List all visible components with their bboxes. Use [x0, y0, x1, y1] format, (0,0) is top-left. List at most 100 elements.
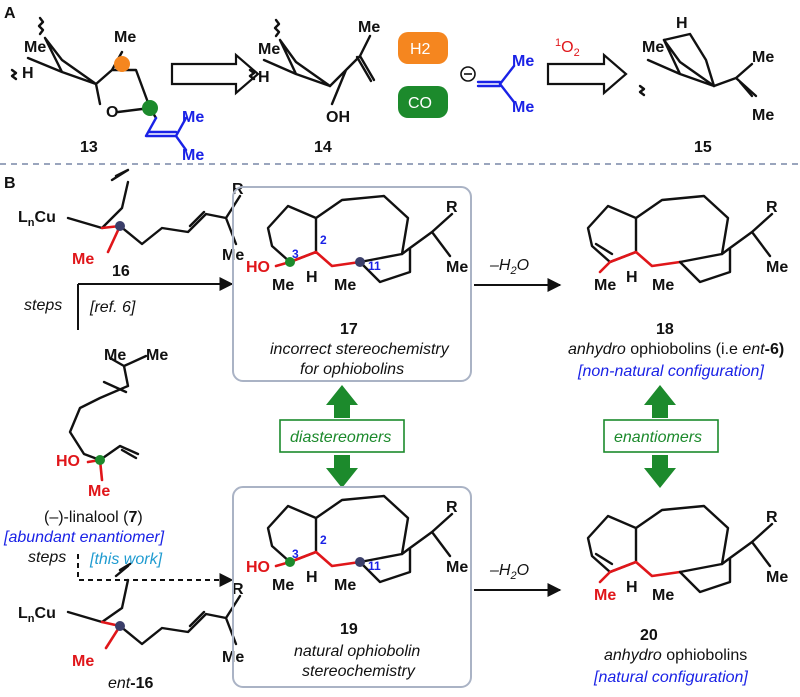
cmpd16-me-left: Me — [72, 251, 94, 268]
anion-me-1: Me — [512, 53, 534, 70]
singlet-oxygen-label: 1O2 — [555, 37, 580, 59]
stereocenter-dot — [115, 221, 125, 231]
c11-num-19: 11 — [368, 559, 381, 573]
cmpd15-me-2: Me — [752, 107, 774, 124]
co-label: CO — [408, 95, 432, 112]
compound-16-structure — [66, 168, 242, 254]
ent16-r: R — [232, 581, 244, 598]
minus-h2o-bottom: –H2O — [489, 562, 529, 582]
hollow-arrow-1 — [170, 52, 260, 96]
me-19-b: Me — [334, 577, 356, 594]
compound-15-label: 15 — [694, 139, 712, 156]
r-19: R — [446, 499, 458, 516]
ent16-stereo-dot — [115, 621, 125, 631]
h-19: H — [306, 569, 318, 586]
c11-num-17: 11 — [368, 259, 381, 273]
minus-h2o-top: –H2O — [489, 257, 529, 277]
orange-carbon-marker — [114, 56, 130, 72]
hollow-arrow-2 — [546, 52, 628, 96]
cmpd14-oh: OH — [326, 109, 350, 126]
cmpd15-h: H — [676, 15, 688, 32]
compound-18-structure — [586, 194, 774, 284]
ent16-me-left: Me — [72, 653, 94, 670]
compound-14-structure — [248, 18, 376, 106]
c11-dot-19 — [355, 557, 365, 567]
compound-19-box — [232, 486, 472, 688]
ref6-label: [ref. 6] — [89, 299, 136, 316]
c18-desc-1: anhydro ophiobolins (i.e ent-6) — [568, 341, 784, 358]
me-17-c: Me — [446, 259, 468, 276]
r-18: R — [766, 199, 778, 216]
steps-label-bottom: steps — [28, 549, 66, 566]
diastereomers-double-arrow — [326, 385, 358, 488]
linalool-stereo-dot — [95, 455, 105, 465]
c3-num-17: 3 — [292, 247, 299, 261]
c19-desc-2: stereochemistry — [302, 663, 416, 680]
cmpd15-me: Me — [642, 39, 664, 56]
c18-desc-2: [non-natural configuration] — [577, 363, 764, 380]
cmpd13-me-top: Me — [24, 39, 46, 56]
c3-num-19: 3 — [292, 547, 299, 561]
enantiomers-double-arrow — [644, 385, 676, 488]
green-carbon-marker — [142, 100, 158, 116]
cmpd14-me-top: Me — [258, 41, 280, 58]
ent16-lncu: LnCu — [18, 605, 56, 625]
compound-16-label: 16 — [112, 263, 130, 280]
linalool-structure — [68, 354, 148, 482]
me-17-a: Me — [272, 277, 294, 294]
c17-desc-1: incorrect stereochemistry — [270, 341, 450, 358]
me-18-b: Me — [652, 277, 674, 294]
c2-num-19: 2 — [320, 533, 327, 547]
h2-label: H2 — [410, 41, 431, 58]
ent16-structure — [66, 562, 242, 650]
ho-17: HO — [246, 259, 270, 276]
cmpd15-me-1: Me — [752, 49, 774, 66]
me-19-a: Me — [272, 577, 294, 594]
c3-dot-17 — [285, 257, 295, 267]
me-18-a: Me — [594, 277, 616, 294]
ho-19: HO — [246, 559, 270, 576]
r-20: R — [766, 509, 778, 526]
c19-desc-1: natural ophiobolin — [294, 643, 420, 660]
me-20-c: Me — [766, 569, 788, 586]
c2-num-17: 2 — [320, 233, 327, 247]
enantiomers-label: enantiomers — [614, 429, 702, 446]
cmpd13-me-b2: Me — [182, 147, 204, 164]
h2-badge — [398, 32, 448, 64]
steps-arrow-bottom — [77, 554, 234, 587]
diastereomers-label: diastereomers — [290, 429, 391, 446]
panel-label-a: A — [4, 5, 16, 22]
cmpd16-lncu: LnCu — [18, 209, 56, 229]
compound-20-structure — [586, 504, 774, 594]
h-20: H — [626, 579, 638, 596]
linalool-me-3: Me — [88, 483, 110, 500]
compound-13-label: 13 — [80, 139, 98, 156]
c20-desc-1: anhydro ophiobolins — [604, 647, 747, 664]
compound-15-structure — [638, 32, 758, 98]
diastereomers-box — [279, 419, 405, 453]
abundant-label: [abundant enantiomer] — [3, 529, 165, 546]
c17-desc-2: for ophiobolins — [300, 361, 404, 378]
cmpd16-r: R — [232, 181, 244, 198]
me-20-b: Me — [652, 587, 674, 604]
co-badge — [398, 86, 448, 118]
me-19-c: Me — [446, 559, 468, 576]
compound-17-label: 17 — [340, 321, 358, 338]
linalool-me-2: Me — [146, 347, 168, 364]
c20-desc-2: [natural configuration] — [593, 669, 748, 686]
compound-17-structure — [266, 194, 454, 284]
compound-19-label: 19 — [340, 621, 358, 638]
h-18: H — [626, 269, 638, 286]
compound-18-label: 18 — [656, 321, 674, 338]
cmpd13-me-right: Me — [114, 29, 136, 46]
cmpd13-h: H — [22, 65, 34, 82]
compound-20-label: 20 — [640, 627, 658, 644]
enantiomers-box — [603, 419, 719, 453]
c11-dot-17 — [355, 257, 365, 267]
cmpd13-me-b1: Me — [182, 109, 204, 126]
me-18-c: Me — [766, 259, 788, 276]
steps-label-top: steps — [24, 297, 62, 314]
me-17-b: Me — [334, 277, 356, 294]
me-20-a: Me — [594, 587, 616, 604]
compound-14-label: 14 — [314, 139, 332, 156]
